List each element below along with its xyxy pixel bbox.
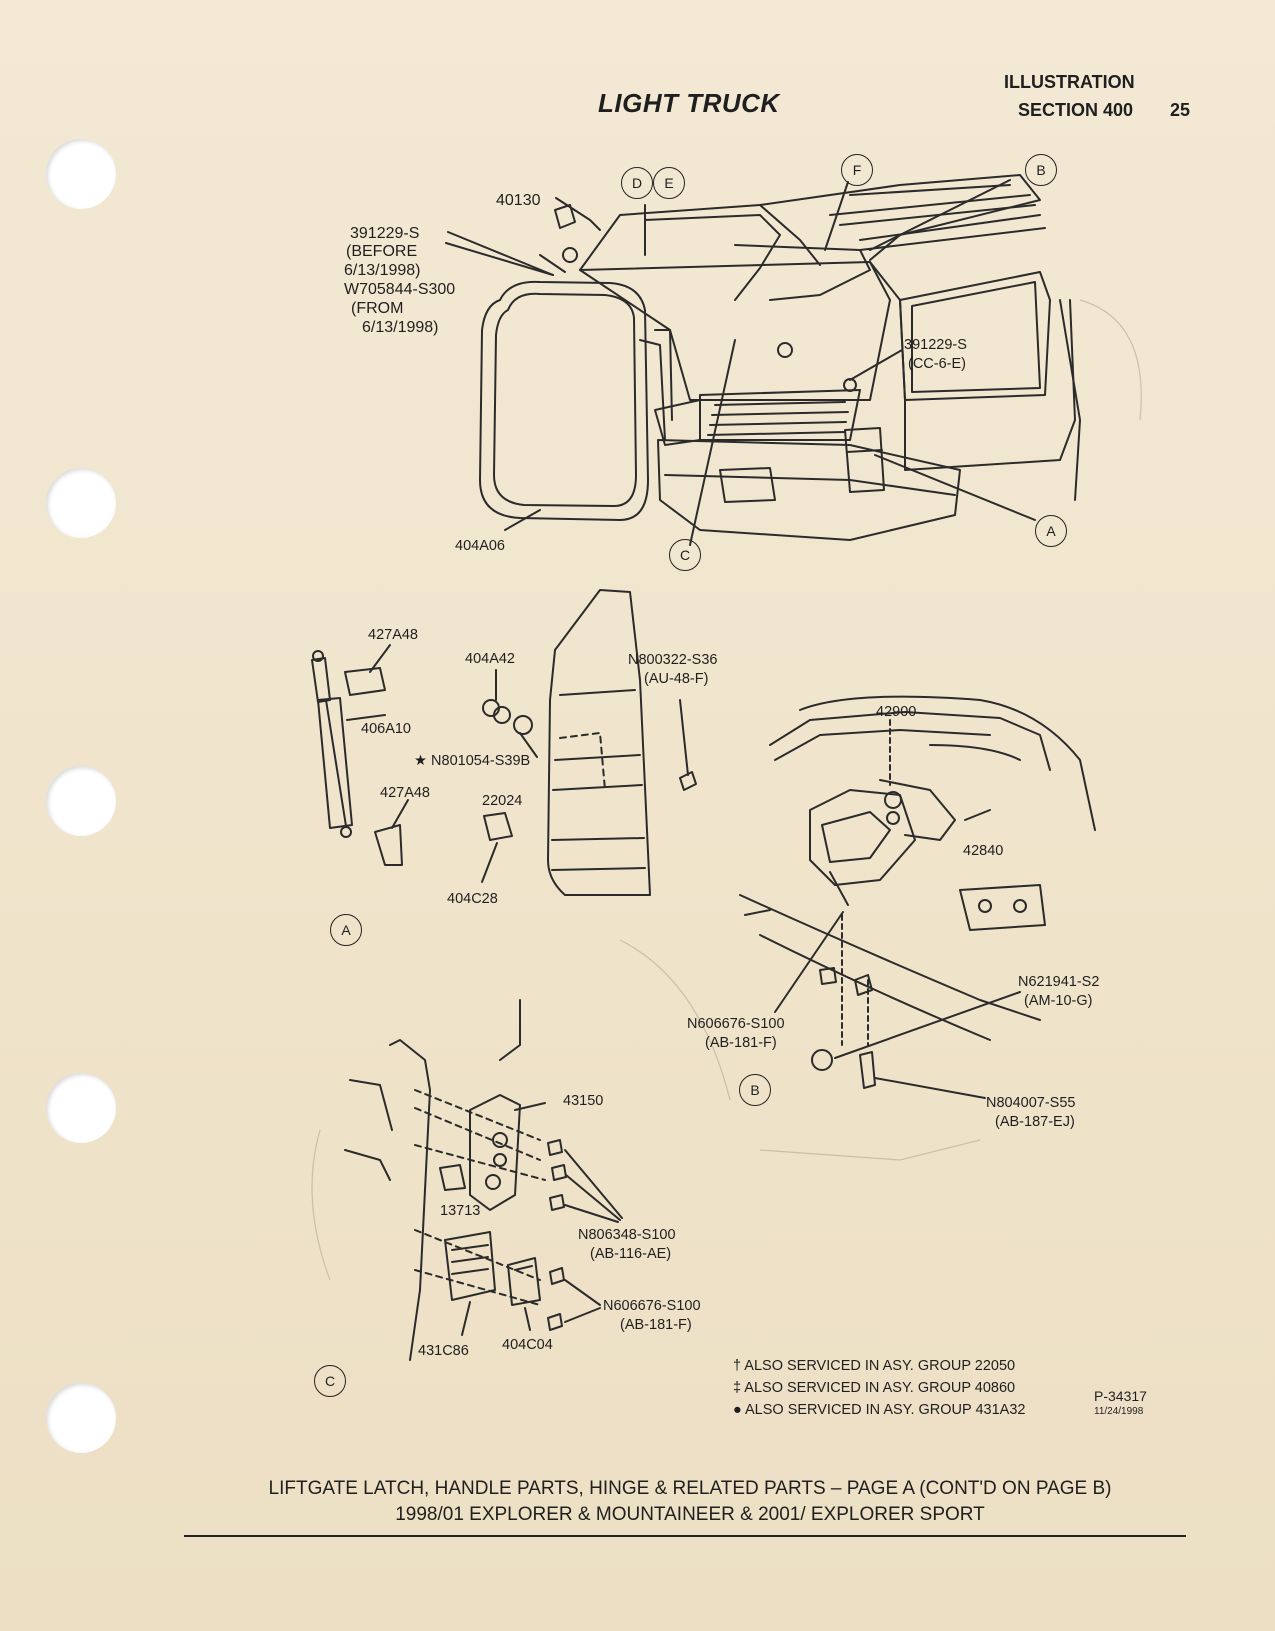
- footer-title: LIFTGATE LATCH, HANDLE PARTS, HINGE & RE…: [268, 1478, 1112, 1499]
- part-label: (AM-10-G): [1024, 993, 1093, 1009]
- part-label: (AU-48-F): [644, 671, 709, 687]
- part-label: N621941-S2: [1018, 974, 1100, 990]
- part-label: 40130: [496, 192, 541, 209]
- part-label: 6/13/1998): [362, 319, 439, 336]
- callout-b: B: [1025, 154, 1057, 186]
- part-label: (AB-116-AE): [590, 1246, 672, 1262]
- latch-assembly-drawing: [344, 999, 623, 1361]
- callout-a: A: [1035, 515, 1067, 547]
- part-label: N800322-S36: [628, 652, 718, 668]
- callout-f: F: [841, 154, 873, 186]
- part-label: 404C04: [502, 1337, 553, 1353]
- part-label: 404C28: [447, 891, 498, 907]
- page-number: 25: [1170, 100, 1191, 120]
- part-label: N806348-S100: [578, 1227, 676, 1243]
- part-label: 427A48: [368, 627, 418, 643]
- part-label: 13713: [440, 1203, 481, 1219]
- part-label: 404A06: [455, 538, 505, 554]
- part-label: 406A10: [361, 721, 411, 737]
- callout-b-detail: B: [739, 1074, 771, 1106]
- note-line: † ALSO SERVICED IN ASY. GROUP 22050: [733, 1358, 1016, 1374]
- part-label: 404A42: [465, 651, 515, 667]
- vehicle-rear-drawing: [579, 174, 1081, 541]
- part-label: 391229-S: [350, 225, 420, 242]
- illustration-date: 11/24/1998: [1094, 1406, 1144, 1417]
- strut-and-taillight-drawing: [311, 589, 697, 896]
- part-label: 22024: [482, 793, 523, 809]
- page-title: LIGHT TRUCK: [598, 88, 780, 118]
- part-label: 431C86: [418, 1343, 469, 1359]
- callout-c: C: [669, 539, 701, 571]
- part-label: 391229-S: [904, 337, 967, 353]
- callout-a-detail: A: [330, 914, 362, 946]
- part-label: ★ N801054-S39B: [414, 753, 531, 769]
- callout-d: D: [621, 167, 653, 199]
- footer-subtitle: 1998/01 EXPLORER & MOUNTAINEER & 2001/ E…: [395, 1504, 985, 1525]
- binder-hole: [46, 766, 116, 836]
- part-label: N606676-S100: [687, 1016, 785, 1032]
- liftgate-weatherstrip: [479, 280, 649, 521]
- part-label: (AB-181-F): [705, 1035, 777, 1051]
- part-label: (FROM: [351, 300, 404, 317]
- section-label: SECTION 400: [1018, 100, 1134, 120]
- callout-c-detail: C: [314, 1365, 346, 1397]
- part-label: (AB-181-F): [620, 1317, 692, 1333]
- callout-e: E: [653, 167, 685, 199]
- binder-hole: [46, 1383, 116, 1453]
- part-label: (AB-187-EJ): [995, 1114, 1075, 1130]
- part-label: 427A48: [380, 785, 430, 801]
- hinge-assembly-drawing: [739, 695, 1096, 1099]
- note-line: ‡ ALSO SERVICED IN ASY. GROUP 40860: [733, 1380, 1016, 1396]
- part-label: (CC-6-E): [908, 356, 966, 372]
- part-label: 6/13/1998): [344, 262, 421, 279]
- binder-hole: [46, 139, 116, 209]
- service-notes: † ALSO SERVICED IN ASY. GROUP 22050 ‡ AL…: [733, 1355, 1025, 1421]
- illustration-reference: P-34317: [1094, 1388, 1147, 1404]
- part-label: 42900: [876, 704, 917, 720]
- part-label: 43150: [563, 1093, 604, 1109]
- part-label: 42840: [963, 843, 1004, 859]
- part-label: N804007-S55: [986, 1095, 1076, 1111]
- part-label: N606676-S100: [603, 1298, 701, 1314]
- note-line: ● ALSO SERVICED IN ASY. GROUP 431A32: [733, 1402, 1026, 1418]
- footer-rule: [184, 1535, 1186, 1537]
- binder-hole: [46, 1073, 116, 1143]
- binder-hole: [46, 468, 116, 538]
- illustration-label: ILLUSTRATION: [1004, 72, 1135, 92]
- part-label: (BEFORE: [346, 243, 418, 260]
- part-label: W705844-S300: [344, 281, 456, 298]
